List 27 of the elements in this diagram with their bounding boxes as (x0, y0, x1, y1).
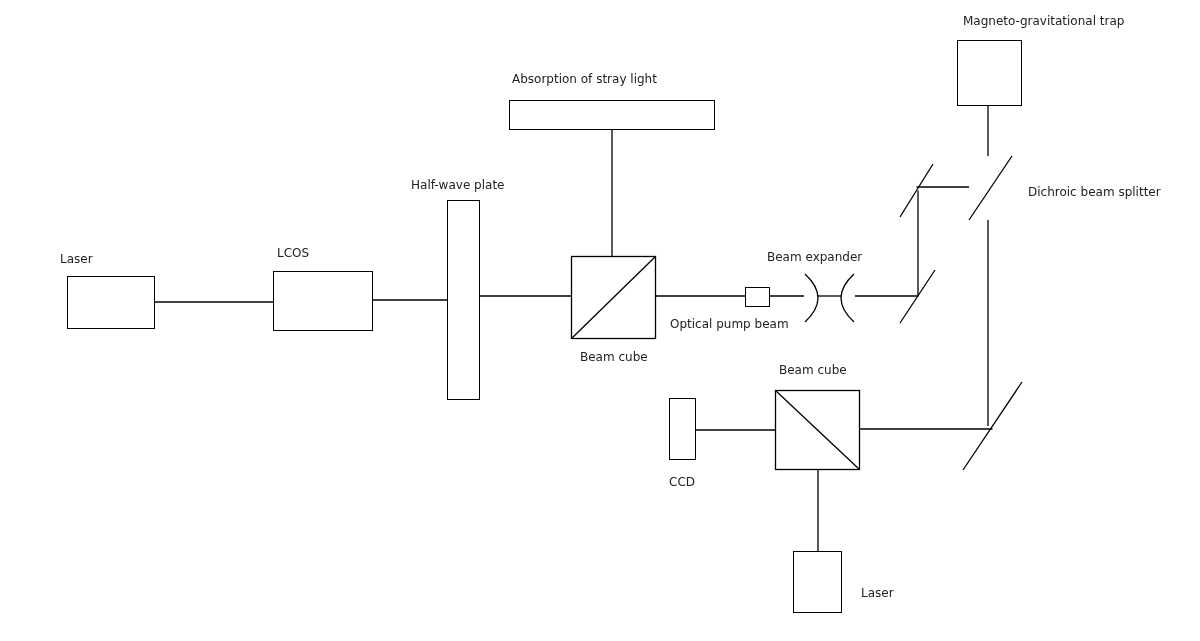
section-label: Beam expander (767, 250, 863, 264)
beam-line (859, 428, 994, 430)
beam-line (987, 219, 989, 427)
component-label: Laser (60, 252, 93, 266)
component-label: Dichroic beam splitter (1028, 185, 1161, 199)
beam-label: Optical pump beam (670, 317, 789, 331)
beam-line (854, 295, 919, 297)
component-label: Absorption of stray light (512, 72, 657, 86)
beam-line (154, 301, 274, 303)
component-label: Half-wave plate (411, 178, 505, 192)
component-label: Beam cube (580, 350, 648, 364)
beam-line (479, 295, 572, 297)
component-label: Magneto-gravitational trap (963, 14, 1125, 28)
beam-line (817, 469, 819, 552)
beam-line (611, 129, 613, 257)
component-label: CCD (669, 475, 695, 489)
component-label: Beam cube (779, 363, 847, 377)
beam-line (372, 299, 448, 301)
beam-line (695, 429, 776, 431)
beam-line (917, 189, 919, 298)
component-label: LCOS (277, 246, 310, 260)
beam-line (769, 295, 805, 297)
component-label: Laser (861, 586, 894, 600)
beam-line (817, 295, 842, 297)
beam-line (987, 105, 989, 157)
beam-line (655, 295, 746, 297)
beam-line (915, 186, 970, 188)
